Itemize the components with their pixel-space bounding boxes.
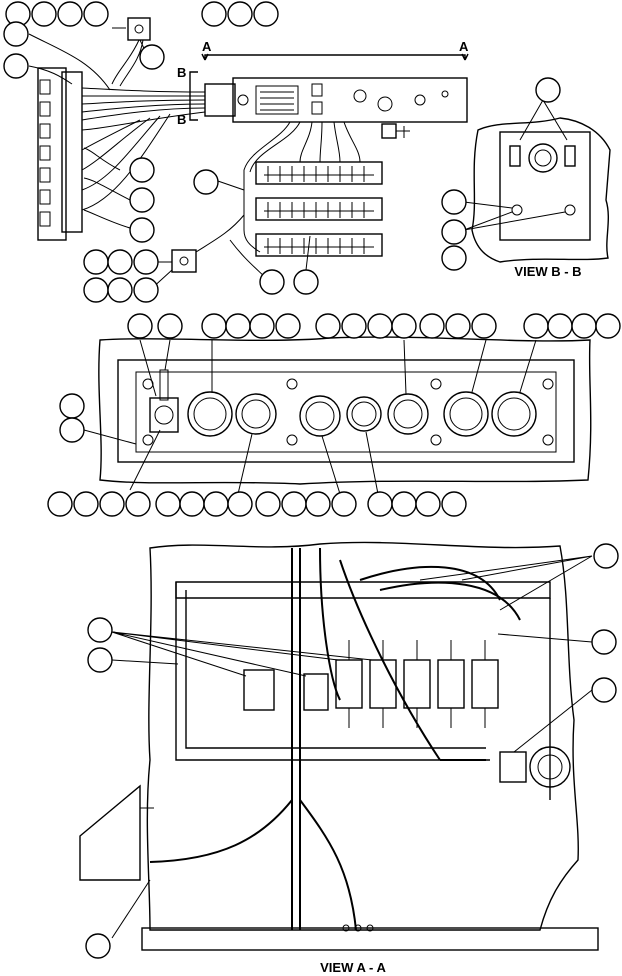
callout-balloon	[281, 491, 307, 517]
view-a-bracket	[79, 784, 141, 881]
callout-balloon	[87, 617, 113, 643]
callout-balloon	[367, 491, 393, 517]
view-b-plate	[499, 131, 591, 241]
callout-balloon	[259, 269, 285, 295]
callout-balloon	[31, 1, 57, 27]
callout-balloon	[249, 313, 275, 339]
callout-balloon	[445, 313, 471, 339]
callout-balloon	[547, 313, 573, 339]
bulkhead-plate-view	[83, 336, 592, 495]
callout-balloon	[129, 157, 155, 183]
callout-balloon	[129, 187, 155, 213]
callout-balloon	[523, 313, 549, 339]
callout-balloon	[73, 491, 99, 517]
view-a-base-bar	[141, 927, 599, 951]
view-b-label: VIEW B - B	[514, 264, 581, 279]
callout-balloon	[107, 277, 133, 303]
callout-balloon	[415, 491, 441, 517]
callout-balloon	[441, 245, 467, 271]
callout-balloon	[255, 491, 281, 517]
callout-balloon	[125, 491, 151, 517]
callout-balloon	[253, 1, 279, 27]
callout-balloon	[155, 491, 181, 517]
callout-balloon	[179, 491, 205, 517]
callout-balloon	[471, 313, 497, 339]
callout-balloon	[193, 169, 219, 195]
callout-balloon	[87, 647, 113, 673]
callout-balloon	[107, 249, 133, 275]
section-b-top-marker: B	[177, 65, 186, 80]
main-control-box	[232, 77, 468, 123]
callout-balloon	[3, 21, 29, 47]
callout-balloon	[227, 1, 253, 27]
callout-balloon	[129, 217, 155, 243]
callout-balloon	[331, 491, 357, 517]
callout-balloon	[85, 933, 111, 959]
view-a-label: VIEW A - A	[320, 960, 386, 975]
callout-balloon	[127, 313, 153, 339]
callout-balloon	[157, 313, 183, 339]
callout-balloon	[47, 491, 73, 517]
callout-balloon	[227, 491, 253, 517]
callout-balloon	[133, 249, 159, 275]
callout-balloon	[591, 677, 617, 703]
harness-overview: A A B B	[28, 17, 469, 291]
callout-balloon	[59, 417, 85, 443]
callout-balloon	[133, 277, 159, 303]
callout-balloon	[419, 313, 445, 339]
section-a-left-marker: A	[202, 39, 212, 54]
callout-balloon	[275, 313, 301, 339]
callout-balloon	[83, 249, 109, 275]
callout-balloon	[201, 1, 227, 27]
bulkhead-connectors	[39, 79, 51, 227]
callout-balloon	[595, 313, 621, 339]
callout-balloon	[83, 277, 109, 303]
callout-balloon	[441, 491, 467, 517]
section-b-bottom-marker: B	[177, 112, 186, 127]
callout-balloon	[139, 44, 165, 70]
callout-balloon	[3, 53, 29, 79]
callout-balloon	[305, 491, 331, 517]
view-a-right-connector	[499, 751, 527, 783]
callout-balloon	[391, 491, 417, 517]
section-a-right-marker: A	[459, 39, 469, 54]
view-b-b: VIEW B - B	[463, 99, 611, 279]
callout-balloon	[341, 313, 367, 339]
callout-balloon	[201, 313, 227, 339]
top-small-connector	[127, 17, 151, 41]
callout-balloon	[535, 77, 561, 103]
callout-balloon	[441, 189, 467, 215]
callout-balloon	[571, 313, 597, 339]
callout-balloon	[315, 313, 341, 339]
terminal-strips	[255, 161, 383, 257]
callout-balloon	[225, 313, 251, 339]
round-connectors	[187, 391, 537, 437]
callout-balloon	[57, 1, 83, 27]
callout-balloon	[83, 1, 109, 27]
view-a-a: VIEW A - A	[79, 541, 599, 975]
bulkhead-plate	[117, 359, 575, 463]
callout-balloon	[59, 393, 85, 419]
left-bulkhead-panel	[37, 67, 67, 241]
callout-balloon	[593, 543, 619, 569]
callout-balloon	[203, 491, 229, 517]
callout-balloon	[391, 313, 417, 339]
lower-small-connector	[171, 249, 197, 273]
callout-balloon	[367, 313, 393, 339]
callout-balloons	[3, 1, 621, 959]
callout-balloon	[99, 491, 125, 517]
callout-balloon	[293, 269, 319, 295]
callout-balloon	[441, 219, 467, 245]
callout-balloon	[591, 629, 617, 655]
